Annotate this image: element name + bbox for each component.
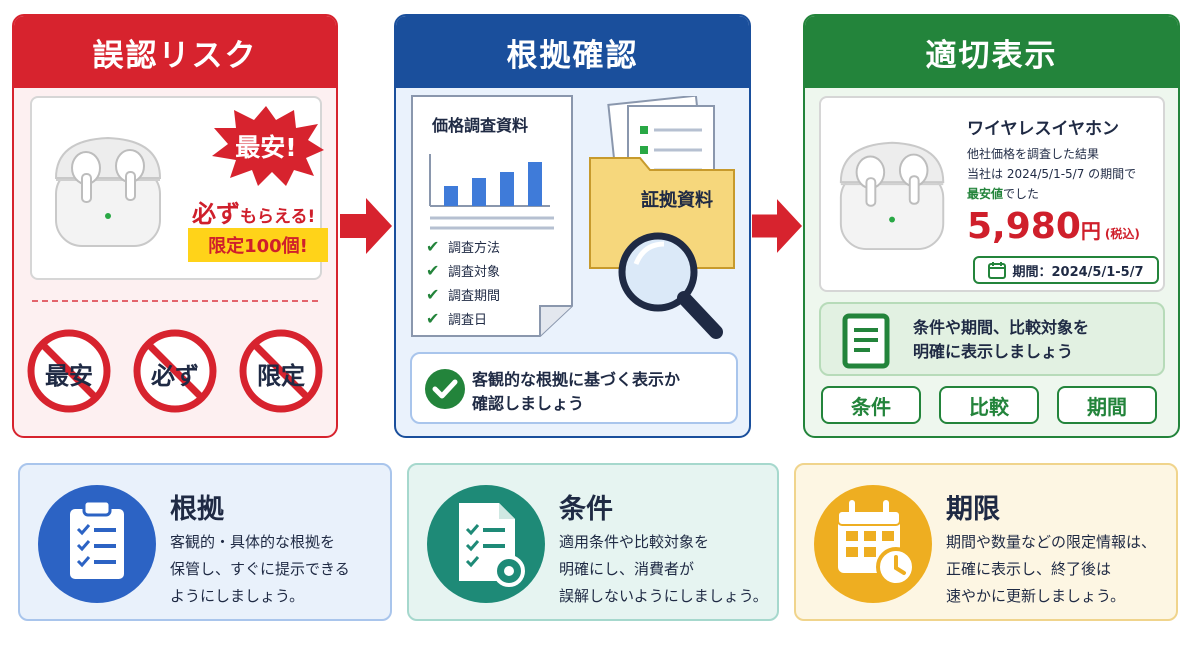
period-badge: 期間：2024/5/1-5/7 — [973, 256, 1159, 284]
tag-period: 期間 — [1057, 386, 1157, 424]
card-title: 期限 — [946, 494, 1000, 525]
card-body: 適用条件や比較対象を 明確にし、消費者が 誤解しないようにしましょう。 — [559, 533, 768, 605]
arrow-right-icon — [340, 198, 392, 254]
card-title: 条件 — [559, 494, 613, 525]
checkmark-icon: ✔ — [426, 284, 440, 304]
prohibited-icon — [133, 329, 217, 413]
banned-word: 必ず — [151, 362, 199, 390]
risk-panel-title: 誤認リスク — [14, 16, 336, 88]
earbuds-case-icon — [839, 141, 945, 251]
earbuds-case-icon — [54, 136, 162, 247]
display-panel-title: 適切表示 — [805, 16, 1178, 88]
lowest-price-claim: 最安! — [235, 133, 297, 162]
divider — [32, 300, 318, 302]
card-title: 根拠 — [170, 494, 224, 525]
checkmark-icon: ✔ — [426, 236, 440, 256]
checkmark-icon: ✔ — [426, 260, 440, 280]
limited-claim: 限定100個! — [188, 228, 328, 262]
card-icon-circle — [814, 485, 932, 603]
price: 5,980円(税込) — [967, 206, 1140, 247]
survey-checklist: ✔調査方法 ✔調査対象 ✔調査期間 ✔調査日 — [426, 234, 500, 330]
guaranteed-claim: 必ずもらえる! — [192, 200, 316, 228]
list-item: ✔調査方法 — [426, 236, 501, 256]
list-item: ✔調査日 — [426, 308, 488, 328]
evidence-folder-icon — [589, 96, 735, 339]
card-evidence: 根拠 客観的・具体的な根拠を 保管し、すぐに提示できる ようにしましょう。 — [18, 463, 392, 621]
condition-text: 条件や期間、比較対象を 明確に表示しましょう — [913, 318, 1090, 361]
note-text: 客観的な根拠に基づく表示か 確認しましょう — [472, 370, 681, 413]
prohibited-icon — [239, 329, 323, 413]
document-list-icon — [842, 313, 890, 369]
card-conditions: 条件 適用条件や比較対象を 明確にし、消費者が 誤解しないようにしましょう。 — [407, 463, 779, 621]
arrow-right-icon — [752, 199, 802, 253]
evidence-note: 客観的な根拠に基づく表示か 確認しましょう — [410, 352, 738, 424]
risk-panel: 誤認リスク 最安! 必ずもらえる! 限定100個! 最安 必ず — [12, 14, 338, 438]
card-deadline: 期限 期間や数量などの限定情報は、 正確に表示し、終了後は 速やかに更新しましょ… — [794, 463, 1178, 621]
list-item: ✔調査対象 — [426, 260, 501, 280]
banned-word: 最安 — [45, 362, 93, 390]
checkmark-icon: ✔ — [426, 308, 440, 328]
check-circle-icon — [425, 369, 465, 409]
card-icon-circle — [427, 485, 545, 603]
evidence-panel-title: 根拠確認 — [396, 16, 749, 88]
document-gear-icon — [459, 503, 525, 587]
tag-comparison: 比較 — [939, 386, 1039, 424]
card-icon-circle — [38, 485, 156, 603]
document-title: 価格調査資料 — [432, 116, 529, 135]
display-panel: 適切表示 ワイヤレスイヤホン 他社価格を調査した結果 当社は 2024/5/1-… — [803, 14, 1180, 438]
condition-note: 条件や期間、比較対象を 明確に表示しましょう — [819, 302, 1165, 376]
evidence-panel: 根拠確認 価格調査資料 ✔調査方法 ✔調査対象 ✔調査期間 ✔調査日 証拠資料 — [394, 14, 751, 438]
list-item: ✔調査期間 — [426, 284, 501, 304]
card-body: 客観的・具体的な根拠を 保管し、すぐに提示できる ようにしましょう。 — [170, 533, 350, 605]
calendar-clock-icon — [837, 500, 916, 587]
survey-document-icon — [411, 95, 573, 337]
product-name: ワイヤレスイヤホン — [967, 119, 1119, 139]
card-body: 期間や数量などの限定情報は、 正確に表示し、終了後は 速やかに更新しましょう。 — [946, 533, 1157, 605]
misleading-ad-card: 最安! 必ずもらえる! 限定100個! — [30, 96, 328, 280]
tag-condition: 条件 — [821, 386, 921, 424]
product-card: ワイヤレスイヤホン 他社価格を調査した結果 当社は 2024/5/1-5/7 の… — [819, 96, 1165, 292]
prohibited-icon — [27, 329, 111, 413]
folder-label: 証拠資料 — [641, 190, 713, 211]
product-description: 他社価格を調査した結果 当社は 2024/5/1-5/7 の期間で 最安値でした — [967, 147, 1137, 201]
banned-word: 限定 — [257, 362, 305, 390]
calendar-icon — [988, 262, 1007, 279]
burst-shape — [212, 106, 324, 186]
clipboard-checklist-icon — [70, 499, 124, 579]
